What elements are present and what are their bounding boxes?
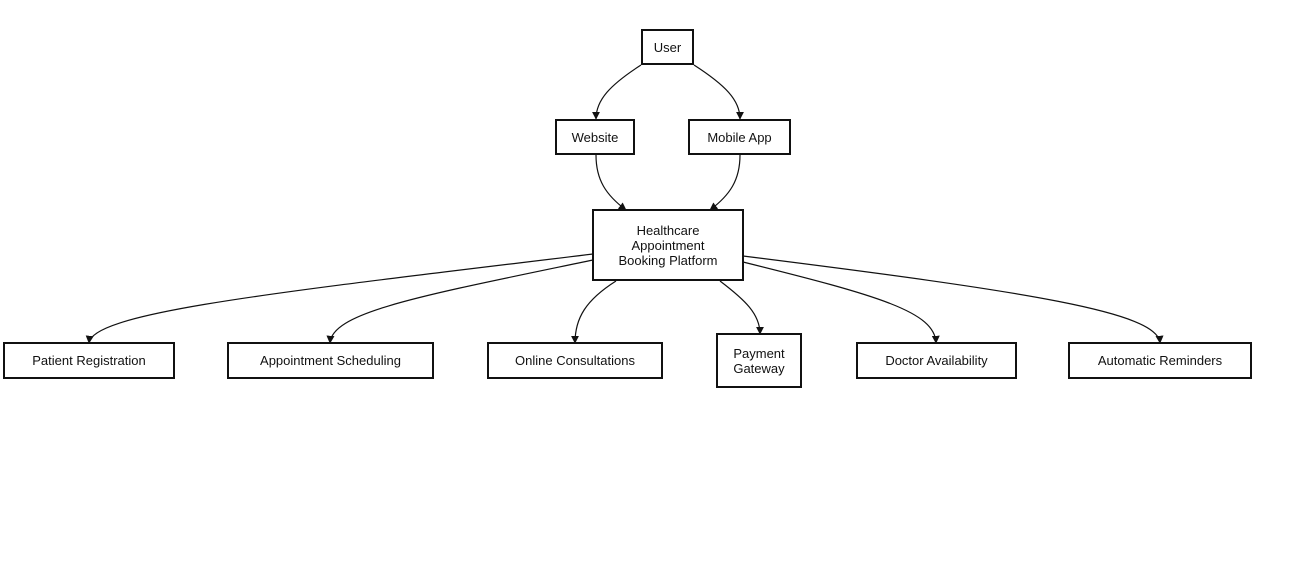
edge-user-mobile-app (693, 64, 744, 120)
node-payment-gateway: Payment Gateway (716, 333, 802, 388)
node-automatic-reminders: Automatic Reminders (1068, 342, 1252, 379)
edge-platform-online-consultations (571, 280, 617, 344)
edge-platform-appointment-scheduling (326, 259, 594, 344)
node-mobile-app: Mobile App (688, 119, 791, 155)
edge-platform-automatic-reminders (742, 255, 1164, 344)
edge-platform-doctor-availability (742, 261, 940, 344)
edge-mobile-app-platform (709, 154, 741, 211)
node-patient-registration: Patient Registration (3, 342, 175, 379)
edge-website-platform (595, 154, 627, 211)
edge-user-website (592, 64, 642, 120)
node-doctor-availability: Doctor Availability (856, 342, 1017, 379)
edge-platform-payment-gateway (719, 280, 764, 335)
node-online-consultations: Online Consultations (487, 342, 663, 379)
node-user: User (641, 29, 694, 65)
node-website: Website (555, 119, 635, 155)
edge-platform-patient-registration (85, 253, 594, 344)
node-healthcare-appointment-booking-platform: Healthcare Appointment Booking Platform (592, 209, 744, 281)
node-appointment-scheduling: Appointment Scheduling (227, 342, 434, 379)
